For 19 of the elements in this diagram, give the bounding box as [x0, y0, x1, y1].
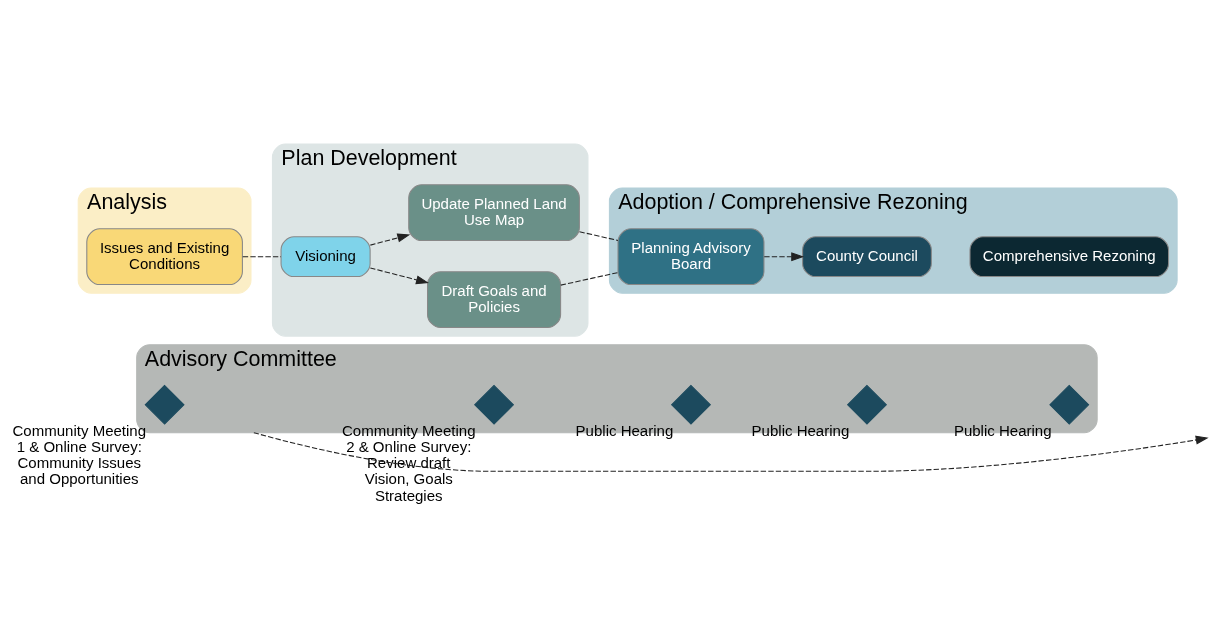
node-box: Issues and Existing Conditions [85, 227, 243, 285]
node-diamond [1048, 384, 1089, 425]
connector [559, 271, 618, 286]
node-box: Comprehensive Rezoning [968, 235, 1169, 277]
arrow [369, 233, 410, 246]
node-box: Draft Goals and Policies [426, 270, 561, 328]
arrow [763, 251, 804, 261]
node-box: Planning Advisory Board [616, 227, 764, 285]
node-box: Update Planned Land Use Map [407, 183, 580, 241]
connector [578, 230, 619, 241]
node-diamond [144, 384, 185, 425]
node-box: County Council [801, 235, 932, 277]
node-diamond [670, 384, 711, 425]
arrow [252, 431, 1209, 472]
node-box: Visioning [280, 235, 371, 277]
arrow [369, 266, 429, 284]
connector [241, 255, 281, 257]
node-diamond [473, 384, 514, 425]
node-diamond [846, 384, 887, 425]
